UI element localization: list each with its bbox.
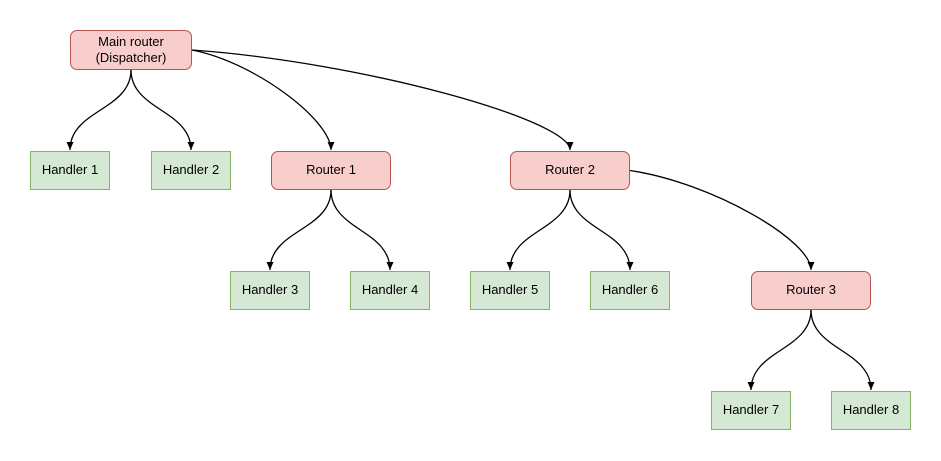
node-label-handler-7: Handler 7 [722, 402, 780, 418]
node-label-handler-6: Handler 6 [601, 282, 659, 298]
node-label-handler-1: Handler 1 [41, 162, 99, 178]
edge-router-3-to-handler-7 [747, 309, 812, 391]
node-router-1: Router 1 [271, 151, 391, 190]
node-router-3: Router 3 [751, 271, 871, 310]
node-handler-4: Handler 4 [350, 271, 430, 310]
node-label-handler-4: Handler 4 [361, 282, 419, 298]
node-handler-3: Handler 3 [230, 271, 310, 310]
node-router-2: Router 2 [510, 151, 630, 190]
edge-main-router-to-handler-2 [130, 69, 195, 151]
node-label-router-3: Router 3 [786, 282, 836, 298]
node-label-main-router: Main router (Dispatcher) [95, 33, 167, 65]
node-label-handler-8: Handler 8 [842, 402, 900, 418]
edge-main-router-to-router-2 [191, 49, 574, 151]
edge-main-router-to-handler-1 [66, 69, 132, 151]
node-label-handler-2: Handler 2 [162, 162, 220, 178]
edge-main-router-to-router-1 [191, 49, 335, 151]
node-handler-5: Handler 5 [470, 271, 550, 310]
edge-router-1-to-handler-3 [266, 189, 332, 271]
edge-router-3-to-handler-8 [810, 309, 875, 391]
node-handler-6: Handler 6 [590, 271, 670, 310]
node-handler-7: Handler 7 [711, 391, 791, 430]
node-label-handler-5: Handler 5 [481, 282, 539, 298]
node-main-router: Main router (Dispatcher) [70, 30, 192, 70]
edge-router-2-to-handler-5 [506, 189, 571, 271]
node-handler-1: Handler 1 [30, 151, 110, 190]
edge-router-1-to-handler-4 [330, 189, 394, 271]
node-handler-2: Handler 2 [151, 151, 231, 190]
node-label-handler-3: Handler 3 [241, 282, 299, 298]
node-label-router-1: Router 1 [306, 162, 356, 178]
edge-router-2-to-router-3 [629, 169, 815, 271]
edge-router-2-to-handler-6 [569, 189, 634, 271]
node-label-router-2: Router 2 [545, 162, 595, 178]
node-handler-8: Handler 8 [831, 391, 911, 430]
